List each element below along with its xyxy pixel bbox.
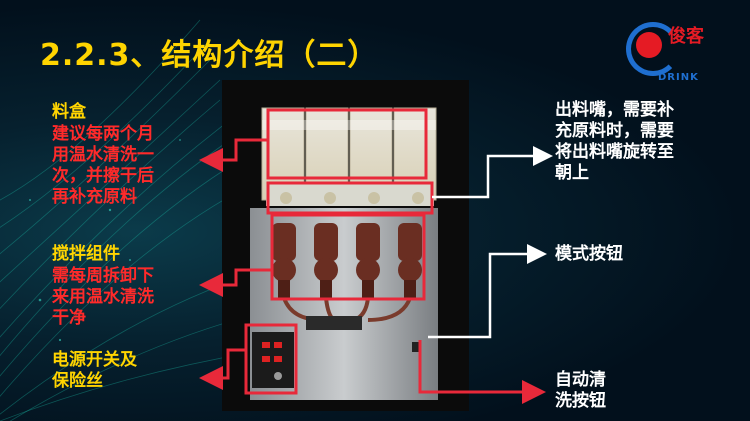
auto-clean-line: 自动清 xyxy=(555,370,606,390)
power-note: 电源开关及 保险丝 xyxy=(52,350,137,392)
spout-note-line: 充原料时，需要 xyxy=(555,121,674,141)
box-heading: 料盒 xyxy=(52,102,86,122)
auto-clean-label: 自动清 洗按钮 xyxy=(555,370,606,412)
logo-dot-icon xyxy=(636,32,662,58)
spout-note: 出料嘴，需要补 充原料时，需要 将出料嘴旋转至 朝上 xyxy=(555,100,674,184)
logo-en-text: DRINK xyxy=(658,72,699,83)
power-note-line: 电源开关及 xyxy=(52,350,137,370)
brand-logo: 俊客 DRINK xyxy=(618,16,718,90)
mixer-heading: 搅拌组件 xyxy=(52,244,120,264)
page-title: 2.2.3、结构介绍（二） xyxy=(40,38,379,73)
box-note-line: 再补充原料 xyxy=(52,187,137,207)
power-note-line: 保险丝 xyxy=(52,371,103,391)
mixer-note-line: 来用温水清洗 xyxy=(52,287,154,307)
spout-note-line: 出料嘴，需要补 xyxy=(555,100,674,120)
machine-illustration xyxy=(222,80,469,411)
box-note-line: 次，并擦干后 xyxy=(52,166,154,186)
machine-photo xyxy=(222,80,469,411)
auto-clean-line: 洗按钮 xyxy=(555,391,606,411)
mode-button-label: 模式按钮 xyxy=(555,244,623,264)
mixer-note-line: 需每周拆卸下 xyxy=(52,266,154,286)
spout-note-line: 将出料嘴旋转至 xyxy=(555,142,674,162)
logo-ring-icon xyxy=(626,22,680,76)
spout-note-line: 朝上 xyxy=(555,163,589,183)
mixer-note-line: 干净 xyxy=(52,308,86,328)
box-note-line: 建议每两个月 xyxy=(52,124,154,144)
box-note: 建议每两个月 用温水清洗一 次，并擦干后 再补充原料 xyxy=(52,124,154,208)
logo-cn-text: 俊客 xyxy=(668,26,704,47)
box-note-line: 用温水清洗一 xyxy=(52,145,154,165)
mixer-note: 需每周拆卸下 来用温水清洗 干净 xyxy=(52,266,154,329)
